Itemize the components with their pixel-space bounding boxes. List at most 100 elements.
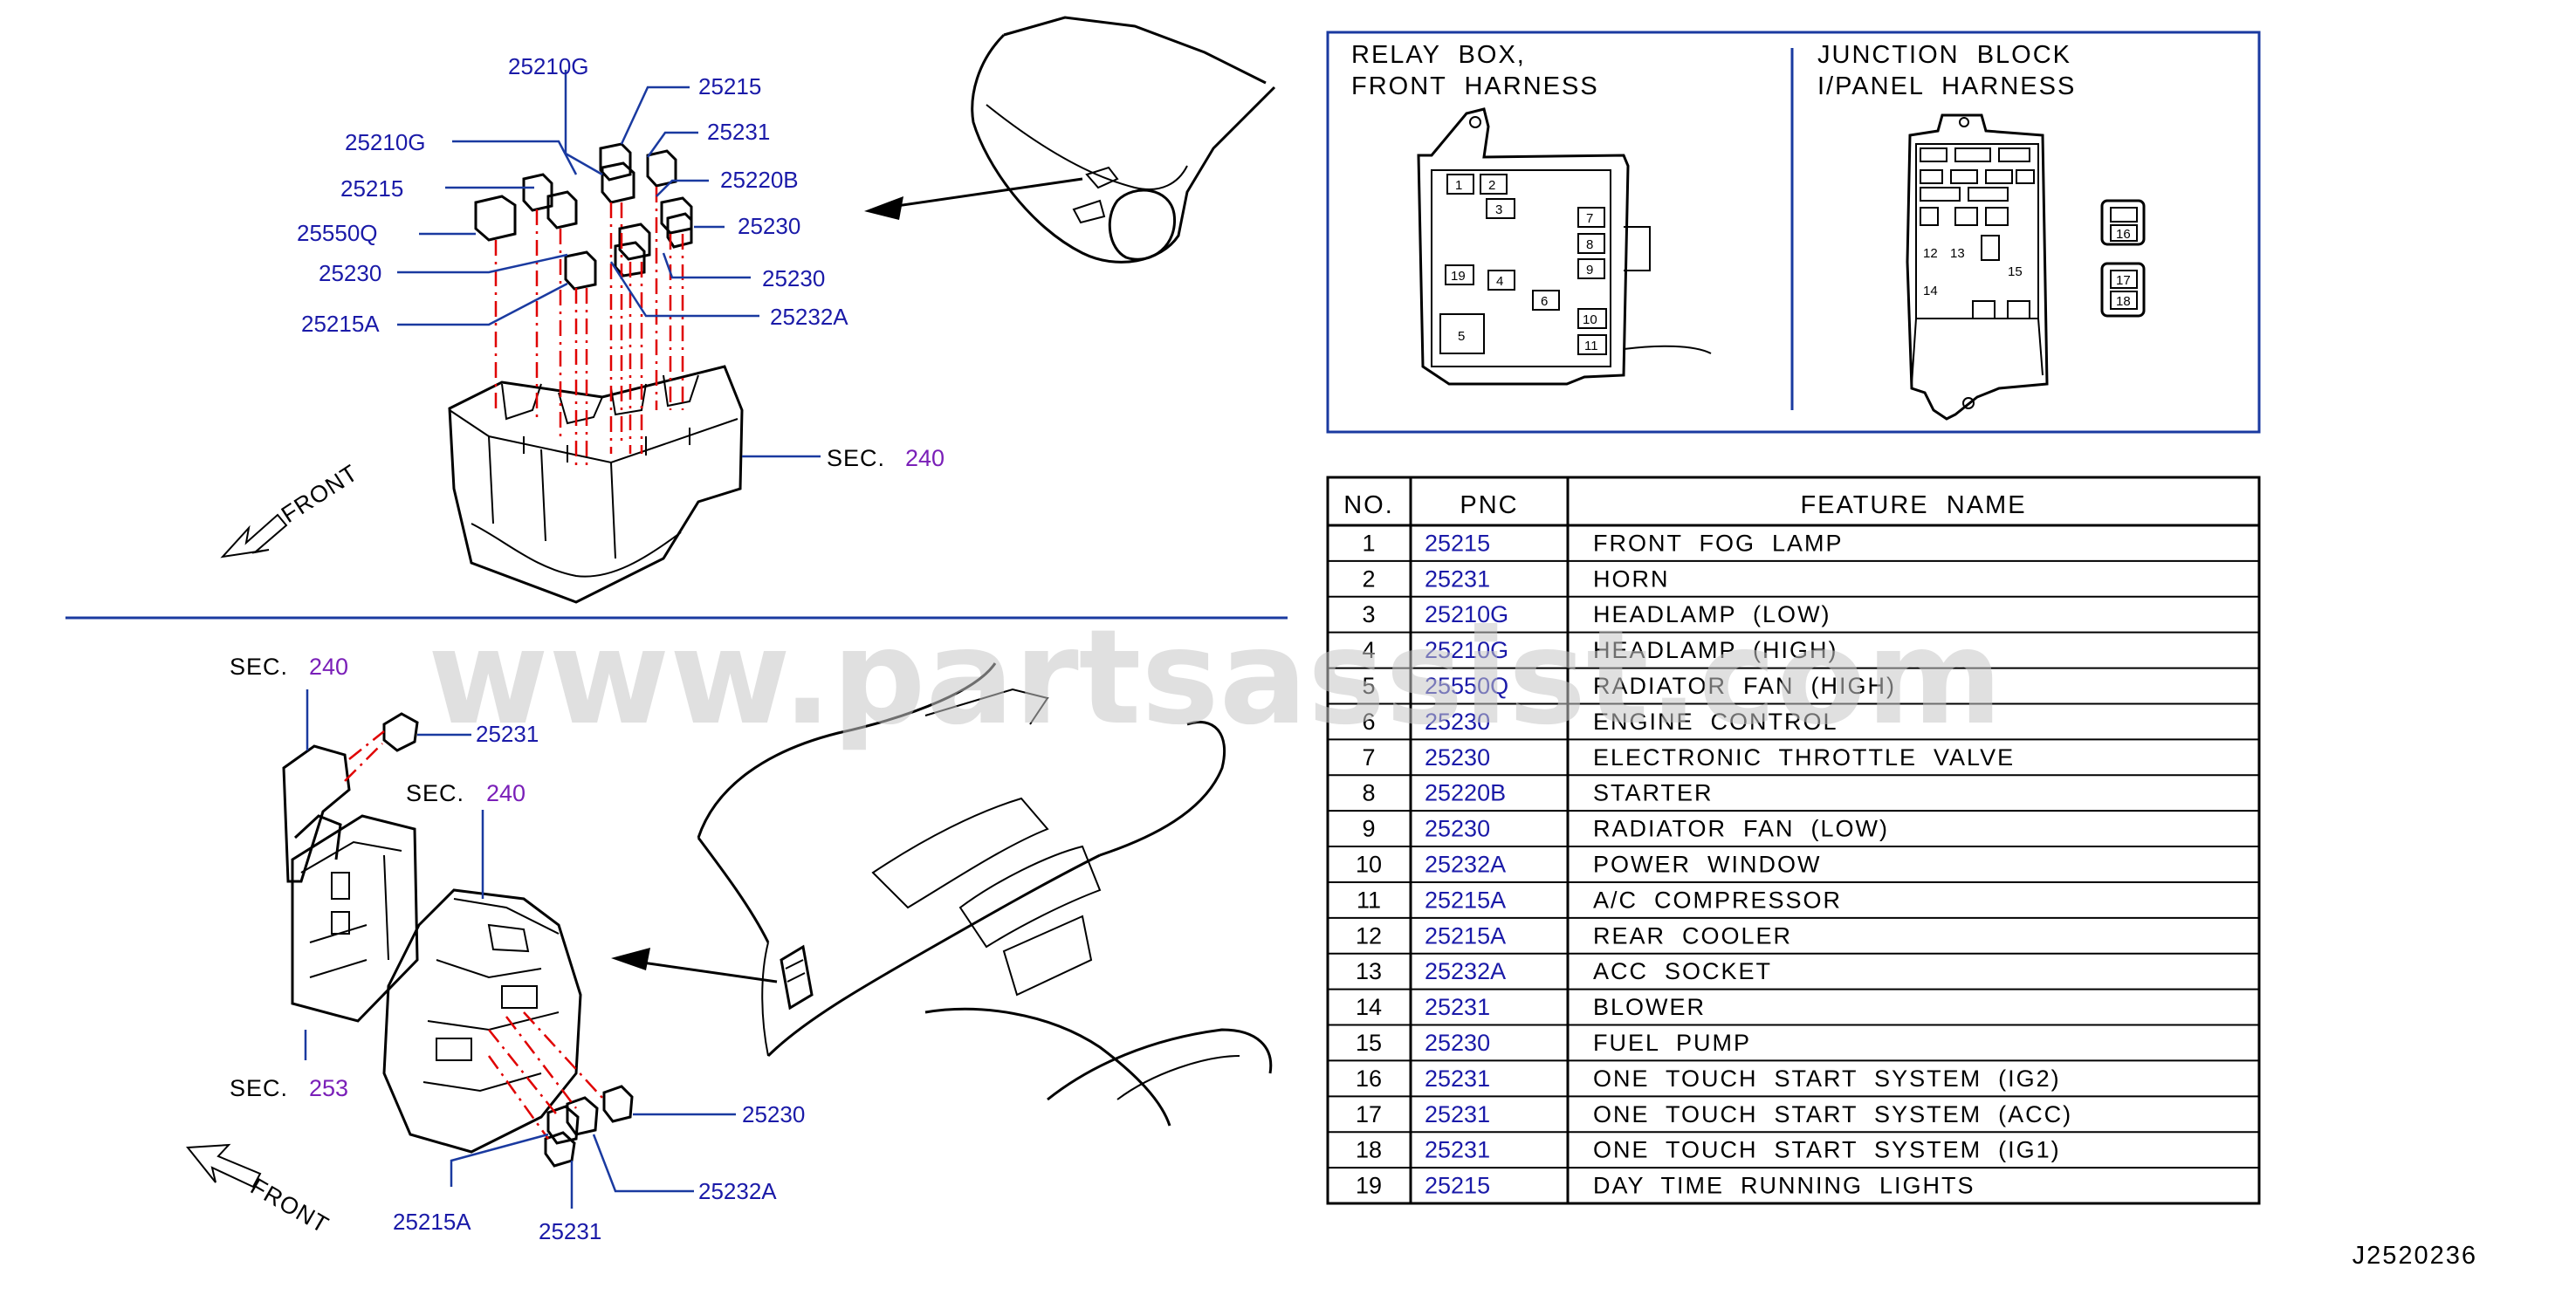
relay-slot-label: 13 — [1950, 246, 1965, 261]
relay-slot-label: 15 — [2008, 264, 2023, 279]
drawing-id: J2520236 — [2353, 1242, 2477, 1270]
table-row: 8 25220B STARTER — [1328, 774, 2259, 806]
relay-slot-label: 1 — [1455, 178, 1462, 193]
cell-no: 6 — [1362, 709, 1375, 735]
cell-pnc: 25231 — [1425, 1101, 1490, 1127]
relay-slot — [1577, 207, 1605, 228]
watermark-text: www.partsassist.com — [428, 602, 2002, 754]
cell-feature: RADIATOR FAN (HIGH) — [1593, 673, 1896, 699]
section-ref-prefix: SEC. — [827, 445, 885, 471]
relay-slot-label: 11 — [1584, 339, 1598, 353]
cell-feature: BLOWER — [1593, 994, 1706, 1020]
junction-block-subtitle: I/PANEL HARNESS — [1817, 72, 2076, 100]
column-header-no: NO. — [1343, 491, 1394, 519]
relay-layout-panel: RELAY BOX, FRONT HARNESS JUNCTION BLOCK … — [1326, 31, 2261, 434]
relay-slot — [2110, 224, 2138, 242]
cell-no: 1 — [1362, 530, 1375, 556]
relay-slot — [2100, 262, 2146, 318]
part-label: 25231 — [476, 721, 539, 747]
cell-pnc: 25215 — [1425, 530, 1490, 556]
part-label: 25230 — [319, 260, 381, 286]
cell-feature: ELECTRONIC THROTTLE VALVE — [1593, 744, 2015, 771]
relay-slot — [1577, 334, 1607, 355]
cell-feature: RADIATOR FAN (LOW) — [1593, 816, 1889, 842]
cell-feature: ONE TOUCH START SYSTEM (IG2) — [1593, 1065, 2061, 1092]
part-label: 25230 — [762, 265, 825, 291]
car-front-illustration — [864, 16, 1276, 264]
cell-pnc: 25215 — [1425, 1173, 1490, 1199]
parts-table: NO. PNC FEATURE NAME 1 25215 FRONT FOG LAM… — [1326, 476, 2261, 1205]
relay-slot-label: 8 — [1586, 237, 1593, 252]
cell-pnc: 25232A — [1425, 958, 1506, 984]
junction-block-layout: 12 13 14 15 16 17 18 — [1906, 113, 2146, 421]
cell-pnc: 25210G — [1425, 601, 1508, 627]
relay-slot-label: 18 — [2116, 294, 2131, 309]
part-label: 25210G — [345, 129, 426, 155]
cell-pnc: 25230 — [1425, 1030, 1490, 1056]
cell-no: 15 — [1356, 1030, 1382, 1056]
relay-slot — [2110, 270, 2138, 289]
section-ref-prefix: SEC. — [406, 780, 464, 806]
leader-lines — [304, 689, 736, 1209]
part-label: 25232A — [770, 304, 848, 330]
relay-box-layout: 1 2 3 4 5 6 7 8 9 10 11 19 — [1417, 107, 1712, 386]
cell-feature: HEADLAMP (LOW) — [1593, 601, 1831, 627]
cell-pnc: 25230 — [1425, 816, 1490, 842]
table-row: 1 25215 FRONT FOG LAMP — [1362, 530, 1844, 556]
section-ref-number: 240 — [905, 445, 945, 471]
cell-no: 8 — [1362, 780, 1375, 806]
table-row: 19 25215 DAY TIME RUNNING LIGHTS — [1328, 1167, 2259, 1199]
relay-slot — [1480, 174, 1508, 195]
relay-box-subtitle: FRONT HARNESS — [1351, 72, 1599, 100]
cell-feature: ACC SOCKET — [1593, 958, 1772, 984]
column-header-feature: FEATURE NAME — [1800, 491, 2026, 519]
relay-slot — [2100, 199, 2146, 246]
cell-feature: HORN — [1593, 565, 1670, 592]
front-arrow-icon — [186, 1143, 262, 1189]
relay-icon — [382, 712, 634, 1168]
part-label: 25232A — [698, 1178, 777, 1204]
part-label: 25215 — [340, 175, 403, 202]
cell-no: 19 — [1356, 1173, 1382, 1199]
leader-lines — [397, 70, 821, 458]
cell-pnc: 25215A — [1425, 887, 1506, 913]
relay-slot-label: 9 — [1586, 263, 1593, 278]
cell-pnc: 25231 — [1425, 1137, 1490, 1163]
alignment-lines — [494, 187, 684, 471]
column-header-pnc: PNC — [1460, 491, 1518, 519]
relay-box-title: RELAY BOX, — [1351, 41, 1526, 69]
cell-feature: STARTER — [1593, 780, 1714, 806]
part-label: 25230 — [742, 1101, 805, 1127]
cell-no: 18 — [1356, 1137, 1382, 1163]
section-ref-number: 253 — [309, 1075, 348, 1101]
cell-feature: ONE TOUCH START SYSTEM (IG1) — [1593, 1137, 2061, 1163]
relay-slot-label: 6 — [1541, 294, 1548, 309]
part-label: 25550Q — [297, 220, 378, 246]
cell-feature: REAR COOLER — [1593, 922, 1792, 949]
relay-slot — [1445, 264, 1474, 285]
part-label: 25231 — [707, 119, 770, 145]
relay-slot-label: 17 — [2116, 273, 2131, 288]
relay-slot-label: 5 — [1458, 329, 1465, 344]
table-row: 18 25231 ONE TOUCH START SYSTEM (IG1) — [1328, 1131, 2259, 1163]
part-label: 25215 — [698, 73, 761, 99]
section-ref-number: 240 — [309, 654, 348, 680]
cell-no: 7 — [1362, 744, 1375, 771]
cell-no: 14 — [1356, 994, 1382, 1020]
front-arrow-icon — [220, 513, 288, 558]
cell-pnc: 25220B — [1425, 780, 1506, 806]
cell-feature: FRONT FOG LAMP — [1593, 530, 1844, 556]
section-ref-prefix: SEC. — [230, 1075, 288, 1101]
cell-feature: DAY TIME RUNNING LIGHTS — [1593, 1173, 1975, 1199]
relay-slot-label: 19 — [1451, 269, 1466, 284]
relay-slot-label: 16 — [2116, 227, 2131, 242]
cell-no: 3 — [1362, 601, 1375, 627]
